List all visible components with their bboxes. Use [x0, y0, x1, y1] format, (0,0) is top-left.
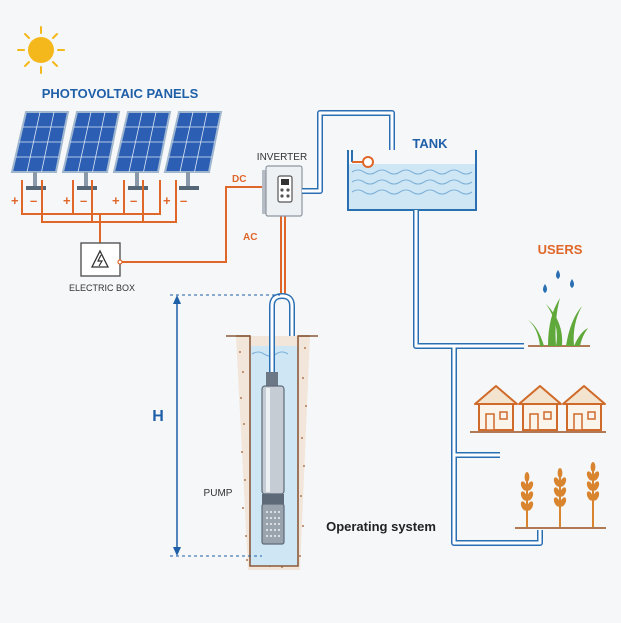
ac-label: AC [243, 232, 257, 243]
solar-panel-array [10, 111, 223, 190]
plus-sign: + [63, 193, 71, 208]
electric-box-label: ELECTRIC BOX [69, 283, 135, 293]
distribution-pipes [413, 210, 543, 546]
minus-sign: – [30, 193, 37, 208]
water-drop-icon [543, 270, 574, 293]
wheat-field [515, 462, 606, 529]
dc-label: DC [232, 174, 246, 185]
minus-sign: – [80, 193, 87, 208]
users-label: USERS [538, 242, 583, 257]
water-tank-icon [347, 150, 477, 211]
discharge-pipe [302, 110, 395, 194]
float-switch-icon [351, 150, 374, 168]
house-icon [518, 385, 562, 431]
wheat-icon [553, 468, 567, 528]
electric-box-icon [80, 242, 123, 277]
submersible-pump-icon [261, 372, 285, 545]
sun-icon [17, 26, 65, 74]
riser-pipe [269, 292, 295, 372]
wheat-icon [586, 462, 600, 528]
plus-sign: + [11, 193, 19, 208]
solar-panel-icon [61, 111, 121, 190]
inverter-icon [262, 165, 303, 217]
minus-sign: – [180, 193, 187, 208]
grass-icon [528, 298, 590, 347]
electrical-wiring [21, 180, 286, 294]
operating-system-label: Operating system [326, 519, 436, 534]
wheat-icon [520, 472, 534, 528]
height-dimension [170, 294, 280, 557]
houses-group [470, 385, 606, 433]
solar-panel-icon [163, 111, 223, 190]
house-icon [562, 385, 606, 431]
plus-sign: + [163, 193, 171, 208]
pv-panels-title: PHOTOVOLTAIC PANELS [42, 86, 199, 101]
polarity-marks: + – + – + – + – [11, 193, 187, 208]
house-icon [474, 385, 518, 431]
tank-label: TANK [412, 136, 448, 151]
solar-panel-icon [10, 111, 70, 190]
solar-panel-icon [112, 111, 172, 190]
pump-label: PUMP [204, 488, 233, 499]
inverter-label: INVERTER [257, 152, 307, 163]
lightning-icon [90, 249, 110, 268]
plus-sign: + [112, 193, 120, 208]
minus-sign: – [130, 193, 137, 208]
height-label: H [152, 408, 164, 425]
